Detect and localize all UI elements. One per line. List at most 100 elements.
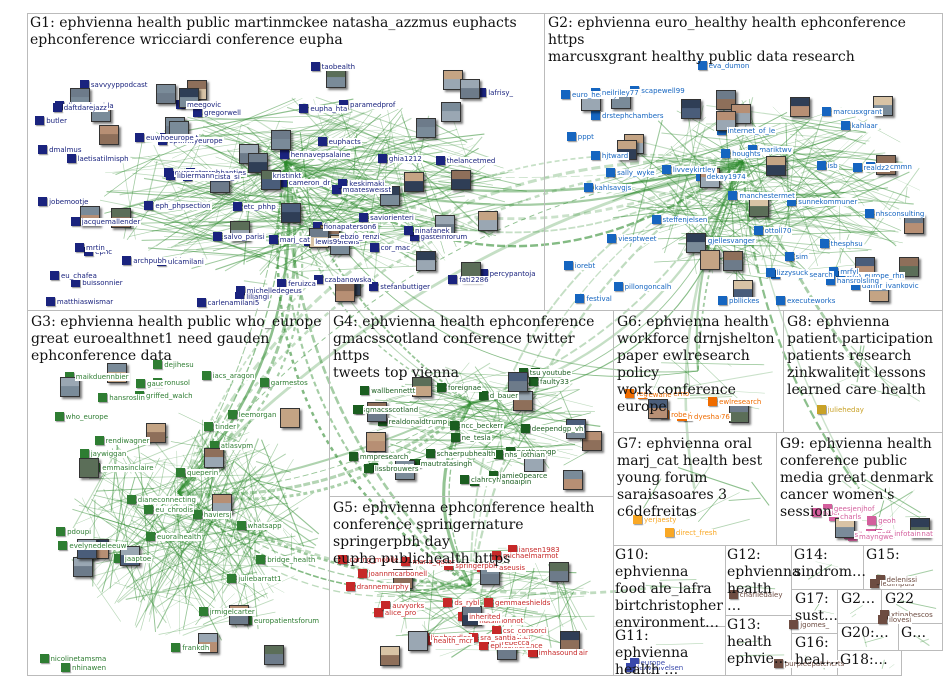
node-marker[interactable] [708,397,718,407]
profile-photo-node[interactable] [334,282,355,302]
profile-photo-node[interactable] [648,398,669,419]
node-marker[interactable] [816,404,826,414]
node-label[interactable]: ewlresearch [718,398,763,407]
node-marker[interactable] [35,116,45,126]
node-label[interactable]: foreignae [447,383,483,392]
profile-photo-node[interactable] [765,155,786,176]
node-label[interactable]: drannemurphy [355,583,410,591]
node-marker[interactable] [235,292,245,302]
node-label[interactable]: sally_wyke [616,168,656,177]
node-label[interactable]: ewane [647,391,673,400]
node-label[interactable]: griffed_walch [145,392,194,401]
node-marker[interactable] [443,598,453,608]
node-label[interactable]: auvyorks [391,601,426,610]
node-marker[interactable] [79,79,89,89]
node-label[interactable]: leemorgan [237,410,278,419]
node-marker[interactable] [98,392,108,402]
node-label[interactable]: dekay1974 [705,172,747,181]
node-label[interactable]: naiebest [821,509,854,518]
node-marker[interactable] [435,156,445,166]
node-label[interactable]: atlasvpm [219,442,255,451]
node-label[interactable]: thelancetmed [445,157,497,166]
node-label[interactable]: meegovic [186,100,223,109]
node-marker[interactable] [369,463,379,472]
node-label[interactable]: who_europe [64,413,110,422]
profile-photo-node[interactable] [441,102,462,123]
node-label[interactable]: mrfyl [839,267,860,276]
node-label[interactable]: fionapaterson6 [322,222,378,231]
node-label[interactable]: damir_ivankovic [860,281,920,290]
node-marker[interactable] [566,131,576,141]
node-marker[interactable] [491,625,501,635]
profile-photo-node[interactable] [380,645,401,666]
node-label[interactable]: geesjenjhof [832,504,876,513]
node-marker[interactable] [651,215,661,225]
node-label[interactable]: nhsconsulting [874,209,926,218]
node-label[interactable]: rendiwagner [104,437,151,446]
node-marker[interactable] [606,167,616,177]
node-label[interactable]: maikduennbier [74,372,130,381]
profile-photo-node[interactable] [145,422,166,443]
node-label[interactable]: wallbennettt [370,387,417,396]
node-label[interactable]: euphacts [327,138,362,147]
node-label[interactable]: festival [585,294,613,303]
node-label[interactable]: haviersj [202,510,233,519]
node-label[interactable]: nhinawen [71,663,108,672]
node-marker[interactable] [819,239,829,249]
node-marker[interactable] [363,463,373,473]
node-label[interactable]: pppt [576,132,595,141]
profile-photo-node[interactable] [563,469,584,490]
node-marker[interactable] [697,60,707,70]
node-label[interactable]: kahlaar [850,121,879,130]
node-label[interactable]: nhs_lothian [503,450,546,459]
node-label[interactable]: steffenjelsen [661,216,709,225]
node-marker[interactable] [825,275,835,285]
node-marker[interactable] [840,120,850,130]
node-label[interactable]: evelynedeleeuw [68,541,128,550]
node-label[interactable]: libiermann [176,171,216,180]
node-label[interactable]: czabanowska [323,275,373,284]
node-marker[interactable] [822,107,832,117]
node-marker[interactable] [56,526,66,536]
profile-photo-node[interactable] [508,371,528,392]
node-label[interactable]: pillongoncalh [623,283,673,292]
node-marker[interactable] [54,412,64,422]
node-marker[interactable] [94,436,104,446]
profile-photo-node[interactable] [78,458,99,479]
node-marker[interactable] [591,111,600,121]
node-marker[interactable] [450,421,460,431]
node-label[interactable]: farmacista_si [192,173,241,182]
node-label[interactable]: stefanbuttiger [379,283,432,291]
profile-photo-node[interactable] [749,197,769,218]
node-label[interactable]: marj_cat [278,235,312,244]
node-label[interactable]: pdoupi [66,527,93,536]
profile-photo-node[interactable] [366,432,387,453]
node-marker[interactable] [45,296,55,306]
node-label[interactable]: isb [826,161,839,170]
node-label[interactable]: ulcamilani [166,257,205,266]
node-label[interactable]: who_europe_rhn [845,271,906,280]
node-marker[interactable] [331,184,341,194]
node-label[interactable]: sabinebantjes [196,168,248,177]
node-marker[interactable] [409,231,419,241]
node-label[interactable]: emmasinclaire [101,463,155,472]
node-marker[interactable] [66,154,76,163]
node-label[interactable]: jacquemallender [80,217,142,226]
profile-photo-node[interactable] [789,96,810,117]
node-label[interactable]: mariktwv [758,145,793,154]
node-label[interactable]: archpubhealth [132,256,186,265]
node-label[interactable]: sunnekommuner [797,197,859,206]
node-marker[interactable] [61,662,70,672]
node-label[interactable]: europe [639,659,666,668]
node-label[interactable]: keskimaki [348,180,386,189]
node-label[interactable]: brendandalpin [479,478,533,486]
node-marker[interactable] [664,528,674,538]
node-label[interactable]: jansen1983 [517,546,561,555]
node-label[interactable]: hansroslin [108,393,146,402]
node-label[interactable]: taobealth [320,62,357,71]
node-marker[interactable] [145,532,155,542]
node-label[interactable]: chraseusis [487,563,527,572]
node-marker[interactable] [369,242,379,252]
node-label[interactable]: yerjaesty [643,516,678,525]
node-marker[interactable] [236,521,246,531]
